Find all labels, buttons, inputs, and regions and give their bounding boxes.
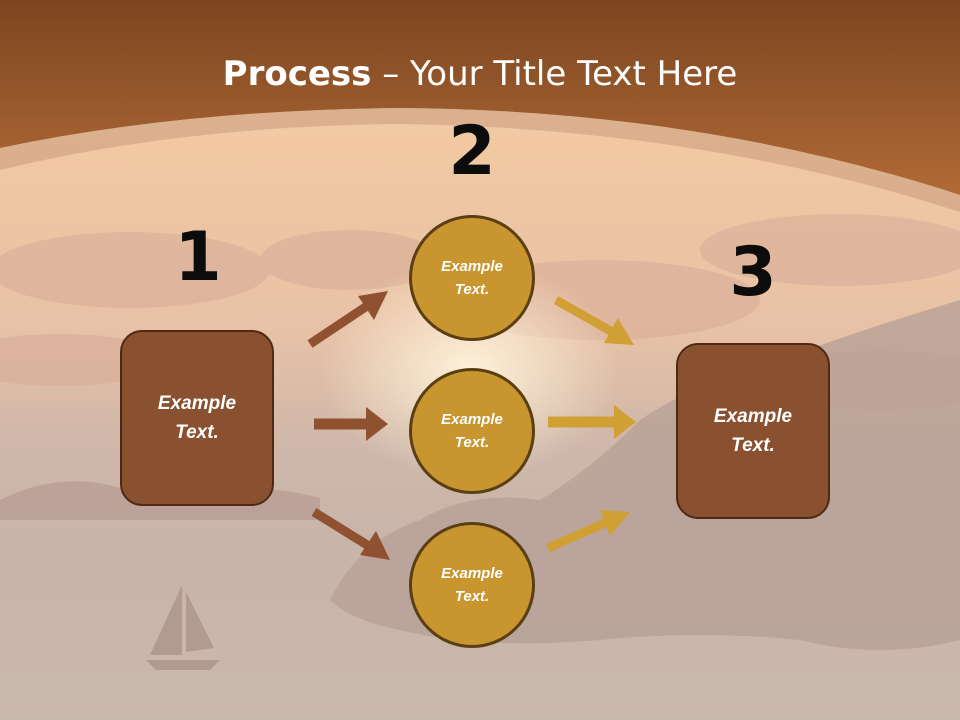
step2-circle-top: Example Text. [409, 215, 535, 341]
step3-label: Example Text. [713, 406, 793, 456]
title-separator: – [371, 54, 411, 94]
step1-box: Example Text. [120, 330, 274, 506]
slide-title: Process – Your Title Text Here [0, 52, 960, 96]
step3-number: 3 [729, 233, 777, 312]
arrow-step1-to-bottom [311, 508, 390, 560]
step2-circle-bottom-label: Example Text. [441, 565, 503, 605]
arrow-bottom-to-step3 [546, 510, 630, 553]
step3-box: Example Text. [676, 343, 830, 519]
step1-label: Example Text. [157, 393, 237, 443]
step2-circle-middle: Example Text. [409, 368, 535, 494]
step2-circle-top-label: Example Text. [441, 258, 503, 298]
arrow-middle-to-step3 [548, 405, 636, 439]
arrow-step1-to-top [307, 291, 388, 348]
step2-number: 2 [448, 112, 496, 191]
arrow-top-to-step3 [553, 296, 634, 345]
title-rest: Your Title Text Here [410, 54, 738, 94]
arrow-step1-to-middle [314, 407, 388, 441]
header-arc [0, 108, 960, 212]
title-bold: Process [222, 54, 372, 94]
sailboat-icon [146, 585, 220, 670]
step2-circle-middle-label: Example Text. [441, 411, 503, 451]
step1-number: 1 [174, 218, 222, 297]
header-band [0, 0, 960, 195]
step2-circle-bottom: Example Text. [409, 522, 535, 648]
